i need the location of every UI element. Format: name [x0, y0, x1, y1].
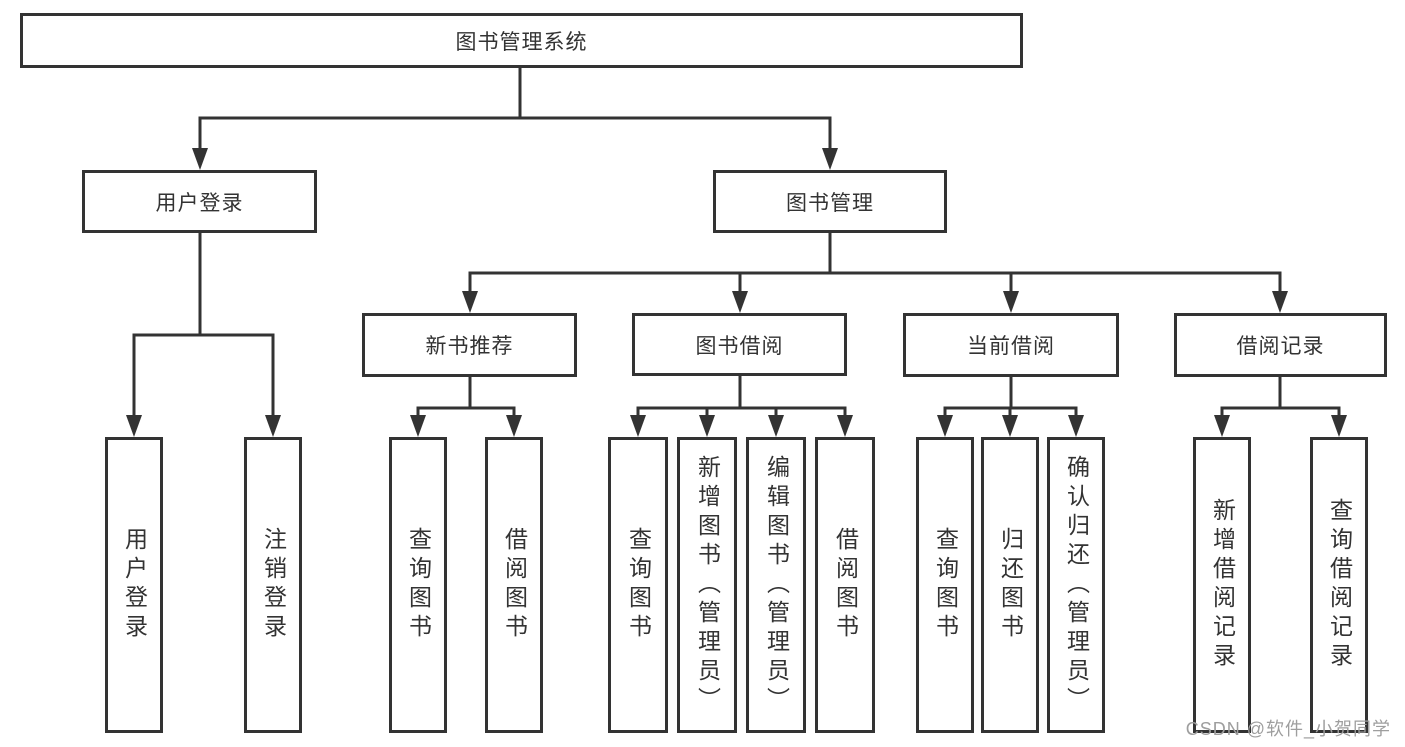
node-label: 用户登录 — [155, 191, 244, 215]
node-label: 查询借阅记录 — [1326, 498, 1353, 672]
node-label: 确认归还（管理员） — [1063, 454, 1090, 716]
node-new-book-recommend: 新书推荐 — [362, 313, 577, 377]
node-label: 编辑图书（管理员） — [763, 454, 790, 716]
node-label: 图书管理系统 — [455, 30, 588, 54]
leaf-query-books-recommend: 查询图书 — [389, 437, 447, 733]
connector-new-book-recommend — [410, 377, 522, 437]
leaf-return-books: 归还图书 — [981, 437, 1039, 733]
node-label: 借阅图书 — [832, 527, 859, 643]
node-label: 新增图书（管理员） — [694, 454, 721, 716]
leaf-query-books-current: 查询图书 — [916, 437, 974, 733]
node-label: 查询图书 — [932, 527, 959, 643]
node-label: 新书推荐 — [425, 335, 514, 358]
node-label: 归还图书 — [997, 527, 1024, 643]
node-book-borrowing: 图书借阅 — [632, 313, 847, 376]
node-current-borrowing: 当前借阅 — [903, 313, 1119, 377]
connector-user-login-branch — [126, 233, 281, 437]
leaf-edit-books-admin: 编辑图书（管理员） — [746, 437, 806, 733]
connector-book-management-branch — [462, 233, 1288, 313]
node-label: 注销登录 — [260, 527, 287, 643]
leaf-query-books-borrowing: 查询图书 — [608, 437, 668, 733]
leaf-add-borrow-record: 新增借阅记录 — [1193, 437, 1251, 733]
node-label: 当前借阅 — [967, 335, 1055, 358]
leaf-logout: 注销登录 — [244, 437, 302, 733]
node-label: 用户登录 — [121, 527, 148, 643]
node-library-management-system: 图书管理系统 — [20, 13, 1023, 68]
connector-borrowing-records — [1214, 377, 1347, 437]
node-label: 借阅图书 — [501, 527, 528, 643]
node-borrowing-records: 借阅记录 — [1174, 313, 1387, 377]
connector-current-borrowing — [937, 377, 1084, 437]
node-label: 查询图书 — [405, 527, 432, 643]
node-label: 图书借阅 — [695, 334, 784, 358]
leaf-borrow-books: 借阅图书 — [815, 437, 875, 733]
leaf-add-books-admin: 新增图书（管理员） — [677, 437, 737, 733]
node-label: 图书管理 — [786, 191, 874, 215]
leaf-user-login: 用户登录 — [105, 437, 163, 733]
node-book-management: 图书管理 — [713, 170, 947, 233]
leaf-borrow-books-recommend: 借阅图书 — [485, 437, 543, 733]
node-label: 借阅记录 — [1236, 335, 1325, 358]
connector-root-to-level2 — [192, 66, 838, 170]
leaf-query-borrow-record: 查询借阅记录 — [1310, 437, 1368, 733]
leaf-confirm-return-admin: 确认归还（管理员） — [1047, 437, 1105, 733]
csdn-watermark: CSDN @软件_小贺同学 — [1185, 719, 1391, 739]
node-label: 查询图书 — [625, 527, 652, 643]
connector-book-borrowing — [630, 376, 853, 437]
node-user-login-branch: 用户登录 — [82, 170, 317, 233]
node-label: 新增借阅记录 — [1209, 498, 1236, 672]
